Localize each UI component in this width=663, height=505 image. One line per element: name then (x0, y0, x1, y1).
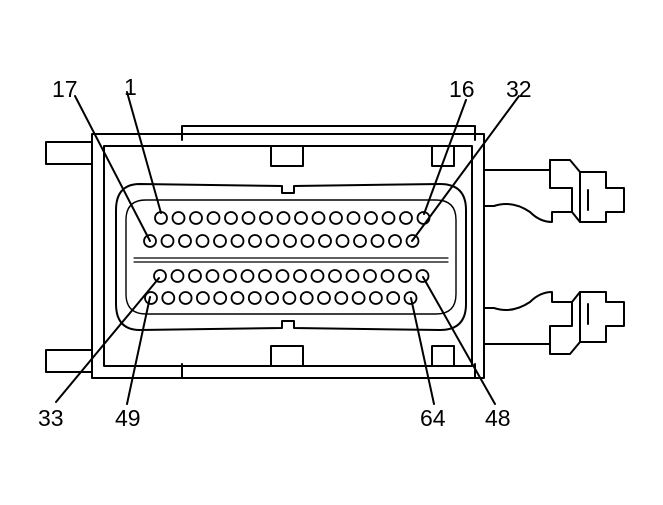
pin-cavity-61 (351, 291, 366, 305)
pin-cavity-49 (144, 291, 158, 305)
pin-cavity-14 (381, 211, 396, 225)
pin-cavity-33 (153, 269, 167, 283)
pin-cavity-54 (230, 291, 245, 305)
label-pin-64: 64 (420, 405, 446, 431)
pin-labels: 1 17 16 32 33 49 64 48 (38, 74, 532, 431)
leader-pin-33 (55, 277, 160, 403)
pin-cavity-55 (247, 291, 262, 305)
pin-cavity-24 (265, 234, 280, 248)
pin-cavity-2 (171, 211, 186, 225)
pin-cavity-41 (293, 269, 307, 283)
pin-cavity-42 (310, 269, 325, 283)
pin-cavity-44 (345, 269, 360, 283)
pin-cavity-48 (415, 269, 430, 283)
pin-cavity-36 (205, 269, 220, 283)
connector-body (45, 125, 625, 379)
pin-cavity-34 (170, 269, 185, 283)
pin-cavity-23 (248, 234, 262, 248)
label-pin-48: 48 (485, 405, 511, 431)
pin-cavity-30 (370, 234, 385, 248)
pin-cavity-45 (363, 269, 377, 283)
pin-cavity-15 (399, 211, 413, 225)
leader-pin-17 (74, 95, 151, 242)
label-pin-16: 16 (449, 76, 475, 102)
pin-cavity-22 (230, 234, 245, 248)
pin-cavity-3 (189, 211, 203, 225)
pin-cavity-53 (213, 291, 228, 305)
pin-cavity-39 (258, 269, 272, 283)
label-pin-33: 33 (38, 405, 64, 431)
pin-cavity-57 (282, 291, 297, 305)
label-pin-1: 1 (124, 74, 137, 100)
pin-cavity-13 (364, 211, 378, 225)
pin-cavity-27 (318, 234, 332, 248)
pin-cavity-56 (265, 291, 280, 305)
label-pin-17: 17 (52, 76, 78, 102)
pin-cavity-43 (328, 269, 342, 283)
leader-pin-32 (411, 95, 520, 242)
pin-cavity-29 (353, 234, 367, 248)
pin-cavity-58 (299, 291, 314, 305)
pin-cavity-19 (178, 234, 192, 248)
pin-cavity-5 (224, 211, 238, 225)
pin-cavity-60 (334, 291, 349, 305)
leader-pin-49 (126, 296, 151, 405)
leader-pin-48 (422, 276, 496, 405)
pin-cavity-40 (275, 269, 290, 283)
pin-cavity-20 (195, 234, 210, 248)
pin-cavity-9 (294, 211, 308, 225)
pin-cavity-25 (283, 234, 297, 248)
leader-pin-64 (410, 297, 435, 405)
label-pin-32: 32 (506, 76, 532, 102)
pin-cavity-28 (335, 234, 350, 248)
pin-cavity-26 (300, 234, 315, 248)
pin-cavity-38 (240, 269, 255, 283)
pin-array (143, 211, 431, 305)
label-pin-49: 49 (115, 405, 141, 431)
pin-cavity-12 (346, 211, 361, 225)
leader-pin-1 (126, 91, 162, 214)
pin-cavity-62 (368, 291, 383, 305)
pin-cavity-47 (398, 269, 412, 283)
pin-cavity-46 (380, 269, 395, 283)
pin-cavity-50 (161, 291, 176, 305)
pin-cavity-21 (213, 234, 227, 248)
pin-cavity-31 (388, 234, 402, 248)
leader-pin-16 (423, 99, 467, 215)
pin-cavity-4 (206, 211, 221, 225)
leader-lines (55, 91, 520, 405)
pin-cavity-11 (329, 211, 343, 225)
pin-cavity-6 (241, 211, 256, 225)
pin-cavity-35 (188, 269, 202, 283)
pin-cavity-51 (178, 291, 193, 305)
pin-cavity-8 (276, 211, 291, 225)
pin-cavity-18 (160, 234, 175, 248)
pin-cavity-10 (311, 211, 326, 225)
pin-cavity-37 (223, 269, 237, 283)
pin-cavity-7 (259, 211, 273, 225)
pin-cavity-59 (317, 291, 331, 305)
pin-cavity-52 (195, 291, 210, 305)
pin-cavity-63 (386, 291, 401, 305)
